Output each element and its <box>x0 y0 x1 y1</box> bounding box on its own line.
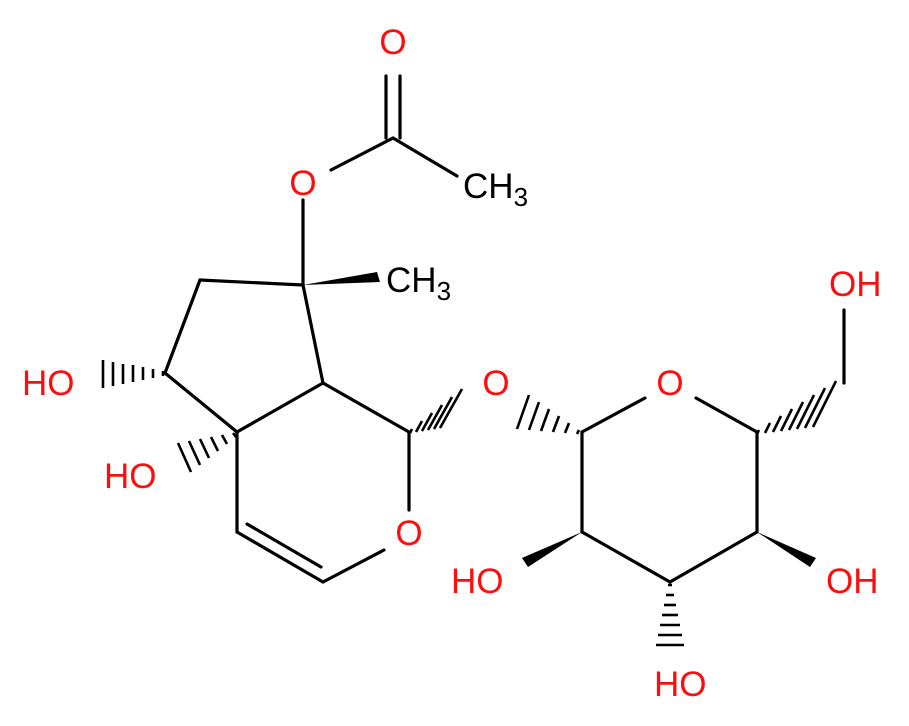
ester-methyl-label: CH3 <box>463 167 528 212</box>
bond-c4a-c7a <box>235 381 325 434</box>
bond-sugar-c4-c3 <box>668 530 759 584</box>
hash-sugar-c3-oh <box>656 583 684 647</box>
bond-c5-c4a <box>163 371 239 434</box>
bond-c7a-c7 <box>301 283 325 385</box>
c4a-hydroxyl-label: HO <box>104 457 157 496</box>
bond-carbonyl-to-ester-o <box>329 136 395 172</box>
hashed-bonds <box>101 360 838 647</box>
atom-labels: O O CH3 CH3 HO HO O O O OH HO HO OH <box>22 23 882 704</box>
hash-c1-glycosidic-o <box>408 388 464 434</box>
hash-sugar-c5-ch2 <box>755 380 838 435</box>
hash-c4a-oh <box>176 432 238 473</box>
bond-c7a-c1 <box>321 381 411 434</box>
bond-c3-c4-double-a <box>235 530 325 584</box>
bond-sugar-c1-ring-o <box>580 396 647 434</box>
bond-sugar-ring-o-c5 <box>694 396 759 434</box>
wedge-sugar-c4-oh <box>757 532 816 567</box>
sugar-ring-oxygen-label: O <box>656 364 683 403</box>
bond-ring-o-c3 <box>321 548 386 584</box>
sugar-c3-hydroxyl-label: HO <box>654 665 707 704</box>
hash-c5-oh <box>101 360 165 388</box>
glycosidic-oxygen-label: O <box>482 364 509 403</box>
hydroxymethyl-oh-label: OH <box>829 265 882 304</box>
bond-sugar-c3-c2 <box>580 530 672 584</box>
bond-c3-c4-double-b <box>245 522 323 569</box>
sugar-c2-hydroxyl-label: HO <box>451 562 504 601</box>
bond-carbonyl-to-methyl <box>391 136 459 178</box>
c5-hydroxyl-label: HO <box>22 364 75 403</box>
bonds <box>163 74 846 584</box>
ester-oxygen-label: O <box>289 164 316 203</box>
wedge-sugar-c2-oh <box>522 532 582 567</box>
carbonyl-oxygen-label: O <box>379 23 406 62</box>
bond-c6-c5 <box>163 278 202 375</box>
wedge-bonds <box>303 272 816 567</box>
pyran-ring-oxygen-label: O <box>395 514 422 553</box>
bond-c7-c6 <box>198 278 305 287</box>
wedge-c7-methyl <box>303 272 380 285</box>
c7-methyl-label: CH3 <box>386 261 451 306</box>
sugar-c4-hydroxyl-label: OH <box>826 562 879 601</box>
hash-sugar-c1-glycosidic-o <box>515 394 581 435</box>
